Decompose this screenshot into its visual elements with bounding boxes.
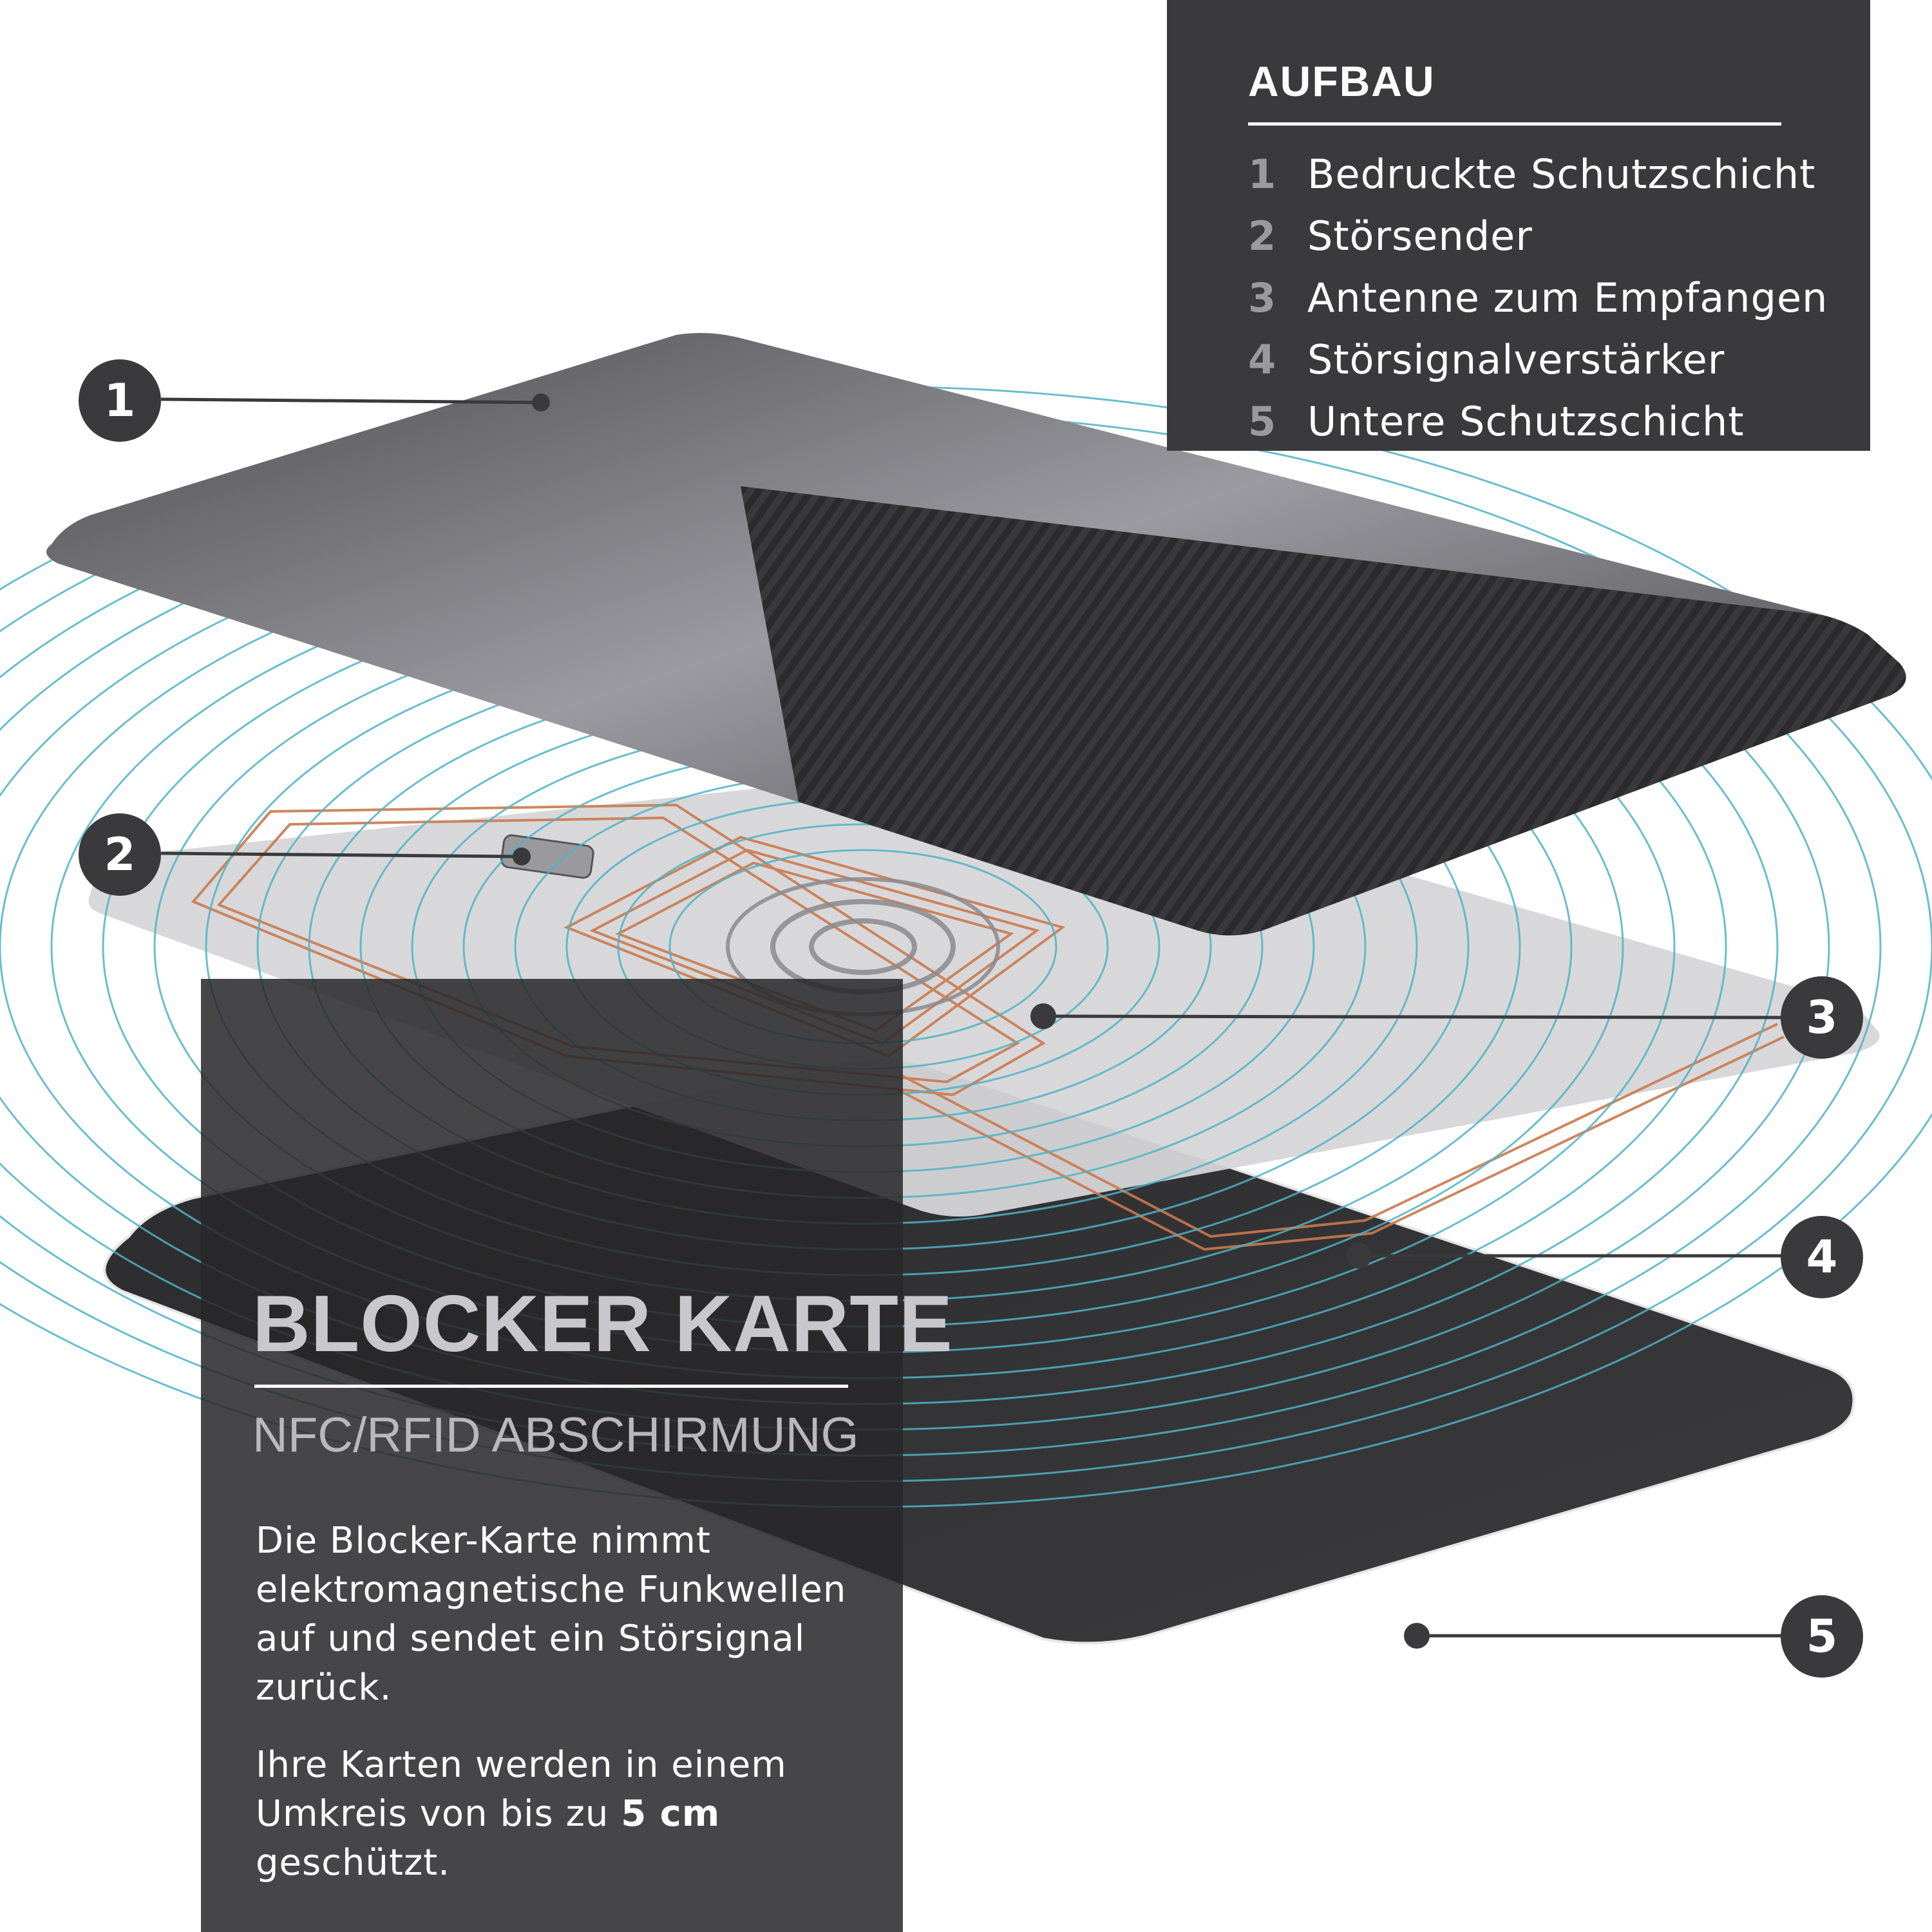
legend-number: 2 (1248, 212, 1276, 260)
leader-dots (513, 393, 1430, 1649)
callout-badge-3: 3 (1781, 976, 1863, 1059)
protection-text-start: Ihre Karten werden in einem Umkreis von … (256, 1744, 787, 1835)
protection-paragraph: Ihre Karten werden in einem Umkreis von … (256, 1741, 848, 1888)
legend-number: 3 (1248, 274, 1276, 321)
legend-panel (1167, 0, 1870, 451)
legend-label: Störsender (1307, 212, 1533, 260)
legend-list: 1 Bedruckte Schutzschicht 2 Störsender 3 An… (1248, 143, 1828, 452)
legend-item: 1 Bedruckte Schutzschicht (1248, 143, 1828, 205)
carbon-texture (741, 486, 1906, 936)
leader-lines (160, 397, 1786, 1638)
legend-item: 4 Störsignalverstärker (1248, 328, 1828, 390)
legend-label: Bedruckte Schutzschicht (1307, 150, 1816, 198)
callout-badge-4: 4 (1781, 1216, 1863, 1298)
callout-badge-1: 1 (79, 359, 161, 442)
legend-title: AUFBAU (1248, 57, 1435, 105)
protection-text-end: geschützt. (256, 1842, 451, 1884)
info-panel (201, 979, 903, 1932)
headline-divider (254, 1385, 848, 1388)
legend-item: 2 Störsender (1248, 205, 1828, 267)
jammer-chip (500, 834, 594, 879)
legend-number: 1 (1248, 150, 1276, 198)
callout-badge-2: 2 (79, 813, 161, 896)
legend-label: Störsignalverstärker (1307, 336, 1725, 383)
antenna-coils (191, 803, 1785, 1251)
antenna-inlay-layer (88, 763, 1880, 1217)
legend-divider (1248, 122, 1781, 126)
legend-item: 5 Untere Schutzschicht (1248, 390, 1828, 452)
protection-range: 5 cm (621, 1793, 721, 1835)
legend-item: 3 Antenne zum Empfangen (1248, 267, 1828, 328)
legend-number: 4 (1248, 336, 1276, 383)
legend-label: Antenne zum Empfangen (1307, 274, 1828, 321)
product-subline: NFC/RFID ABSCHIRMUNG (252, 1408, 859, 1463)
legend-number: 5 (1248, 397, 1276, 445)
legend-label: Untere Schutzschicht (1307, 397, 1745, 445)
callout-badge-5: 5 (1781, 1595, 1863, 1678)
product-headline: BLOCKER KARTE (252, 1280, 953, 1368)
description-paragraph: Die Blocker-Karte nimmt elektromagnetisc… (256, 1520, 847, 1709)
